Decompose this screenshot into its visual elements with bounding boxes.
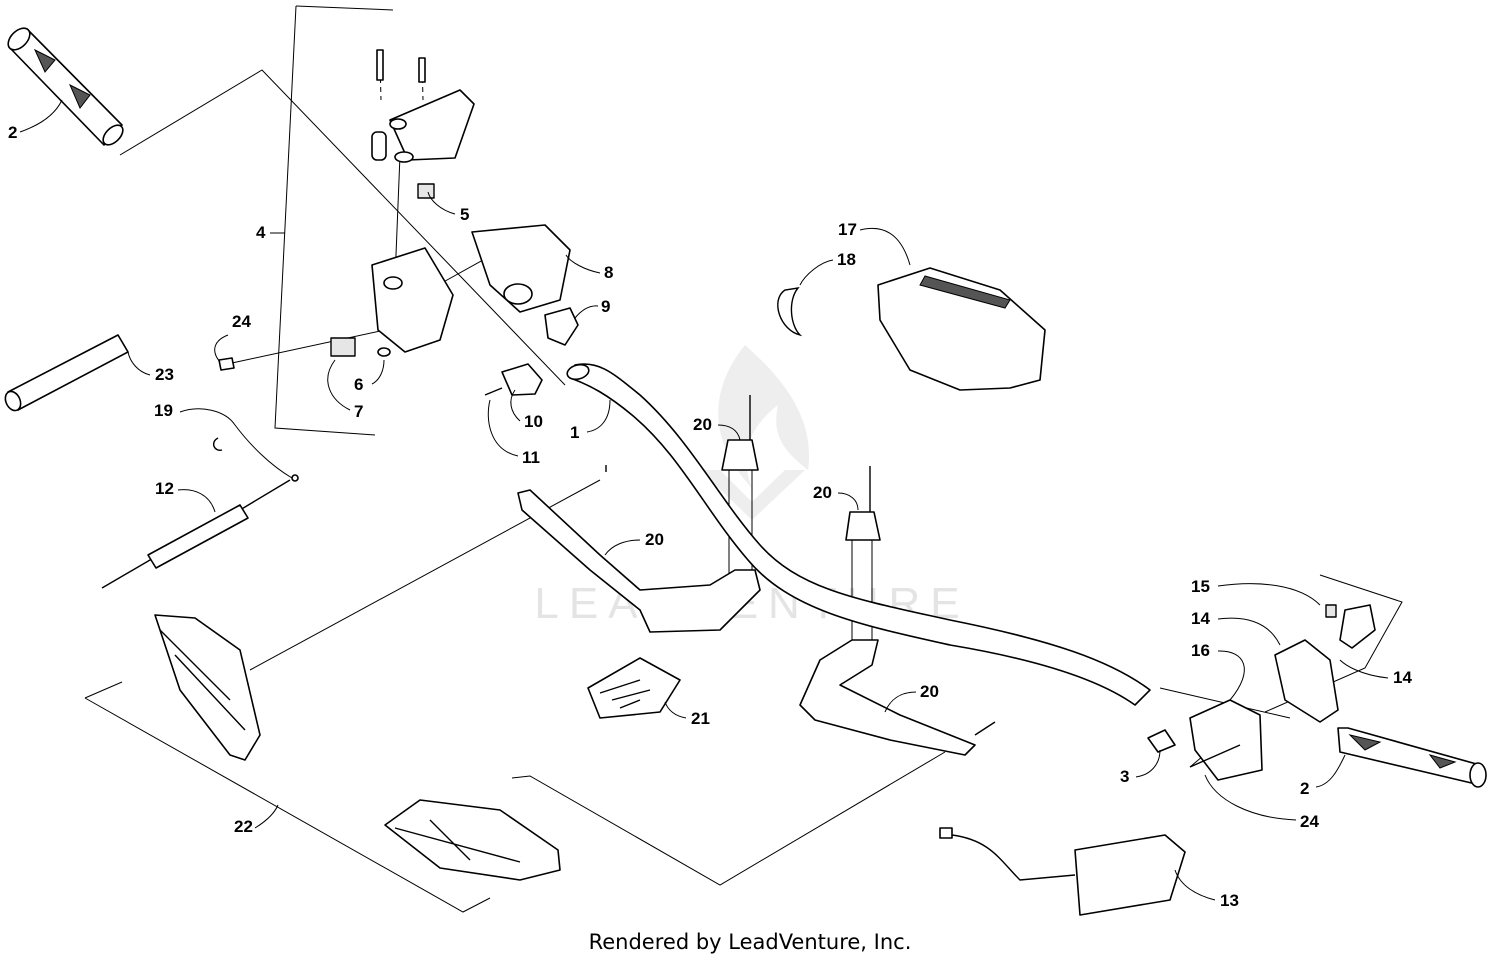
throttle-assembly [218, 49, 475, 371]
credit-text: Rendered by LeadVenture, Inc. [588, 930, 912, 954]
callout-23: 23 [155, 365, 174, 384]
callout-8: 8 [604, 263, 613, 282]
callout-14-b: 14 [1393, 668, 1412, 687]
callout-15: 15 [1191, 577, 1210, 596]
bar-end-plug [1147, 729, 1176, 753]
callout-21: 21 [691, 709, 710, 728]
callout-20-b: 20 [813, 483, 832, 502]
callout-5: 5 [460, 205, 469, 224]
callout-1: 1 [570, 423, 579, 442]
callout-leaders [19, 99, 1389, 901]
throttle-cable [101, 437, 299, 589]
callout-24-left: 24 [232, 312, 251, 331]
hand-grip-right [1337, 727, 1487, 788]
callout-13: 13 [1220, 891, 1239, 910]
switch-housing [1189, 604, 1376, 781]
hand-guard-cover [777, 267, 1046, 391]
handlebar [566, 363, 1151, 706]
hand-guard-right [384, 799, 561, 881]
heater-harness [939, 827, 1186, 916]
hand-guard-left [154, 614, 261, 761]
clamp-9 [544, 307, 579, 346]
callout-20-a: 20 [693, 415, 712, 434]
hand-grip-left [7, 27, 124, 146]
switch-10 [484, 363, 543, 396]
callout-20-d: 20 [920, 682, 939, 701]
callout-4: 4 [256, 223, 266, 242]
callout-6: 6 [354, 375, 363, 394]
callout-2-left: 2 [8, 123, 17, 142]
callout-7: 7 [354, 402, 363, 421]
bar-tube [4, 334, 129, 412]
callout-14-a: 14 [1191, 609, 1210, 628]
throttle-cover [471, 224, 571, 313]
callout-18: 18 [837, 250, 856, 269]
callout-10: 10 [524, 412, 543, 431]
callout-11: 11 [522, 448, 540, 467]
callout-22: 22 [234, 817, 253, 836]
leader-lines [84, 5, 1403, 913]
callout-12: 12 [155, 479, 174, 498]
callout-24-right: 24 [1300, 812, 1319, 831]
hand-guard-bracket-right [799, 466, 996, 756]
hand-guard-bracket-left [517, 395, 761, 633]
callout-19: 19 [154, 401, 173, 420]
callout-20-c: 20 [645, 530, 664, 549]
callout-9: 9 [601, 297, 610, 316]
callout-17: 17 [838, 220, 857, 239]
callout-16: 16 [1191, 641, 1210, 660]
callout-3: 3 [1120, 767, 1129, 786]
callout-2-right: 2 [1300, 779, 1309, 798]
callouts: 2 5 4 8 24 9 23 6 7 10 1 11 19 12 17 18 … [8, 123, 1412, 910]
hardware-bag [587, 657, 681, 719]
